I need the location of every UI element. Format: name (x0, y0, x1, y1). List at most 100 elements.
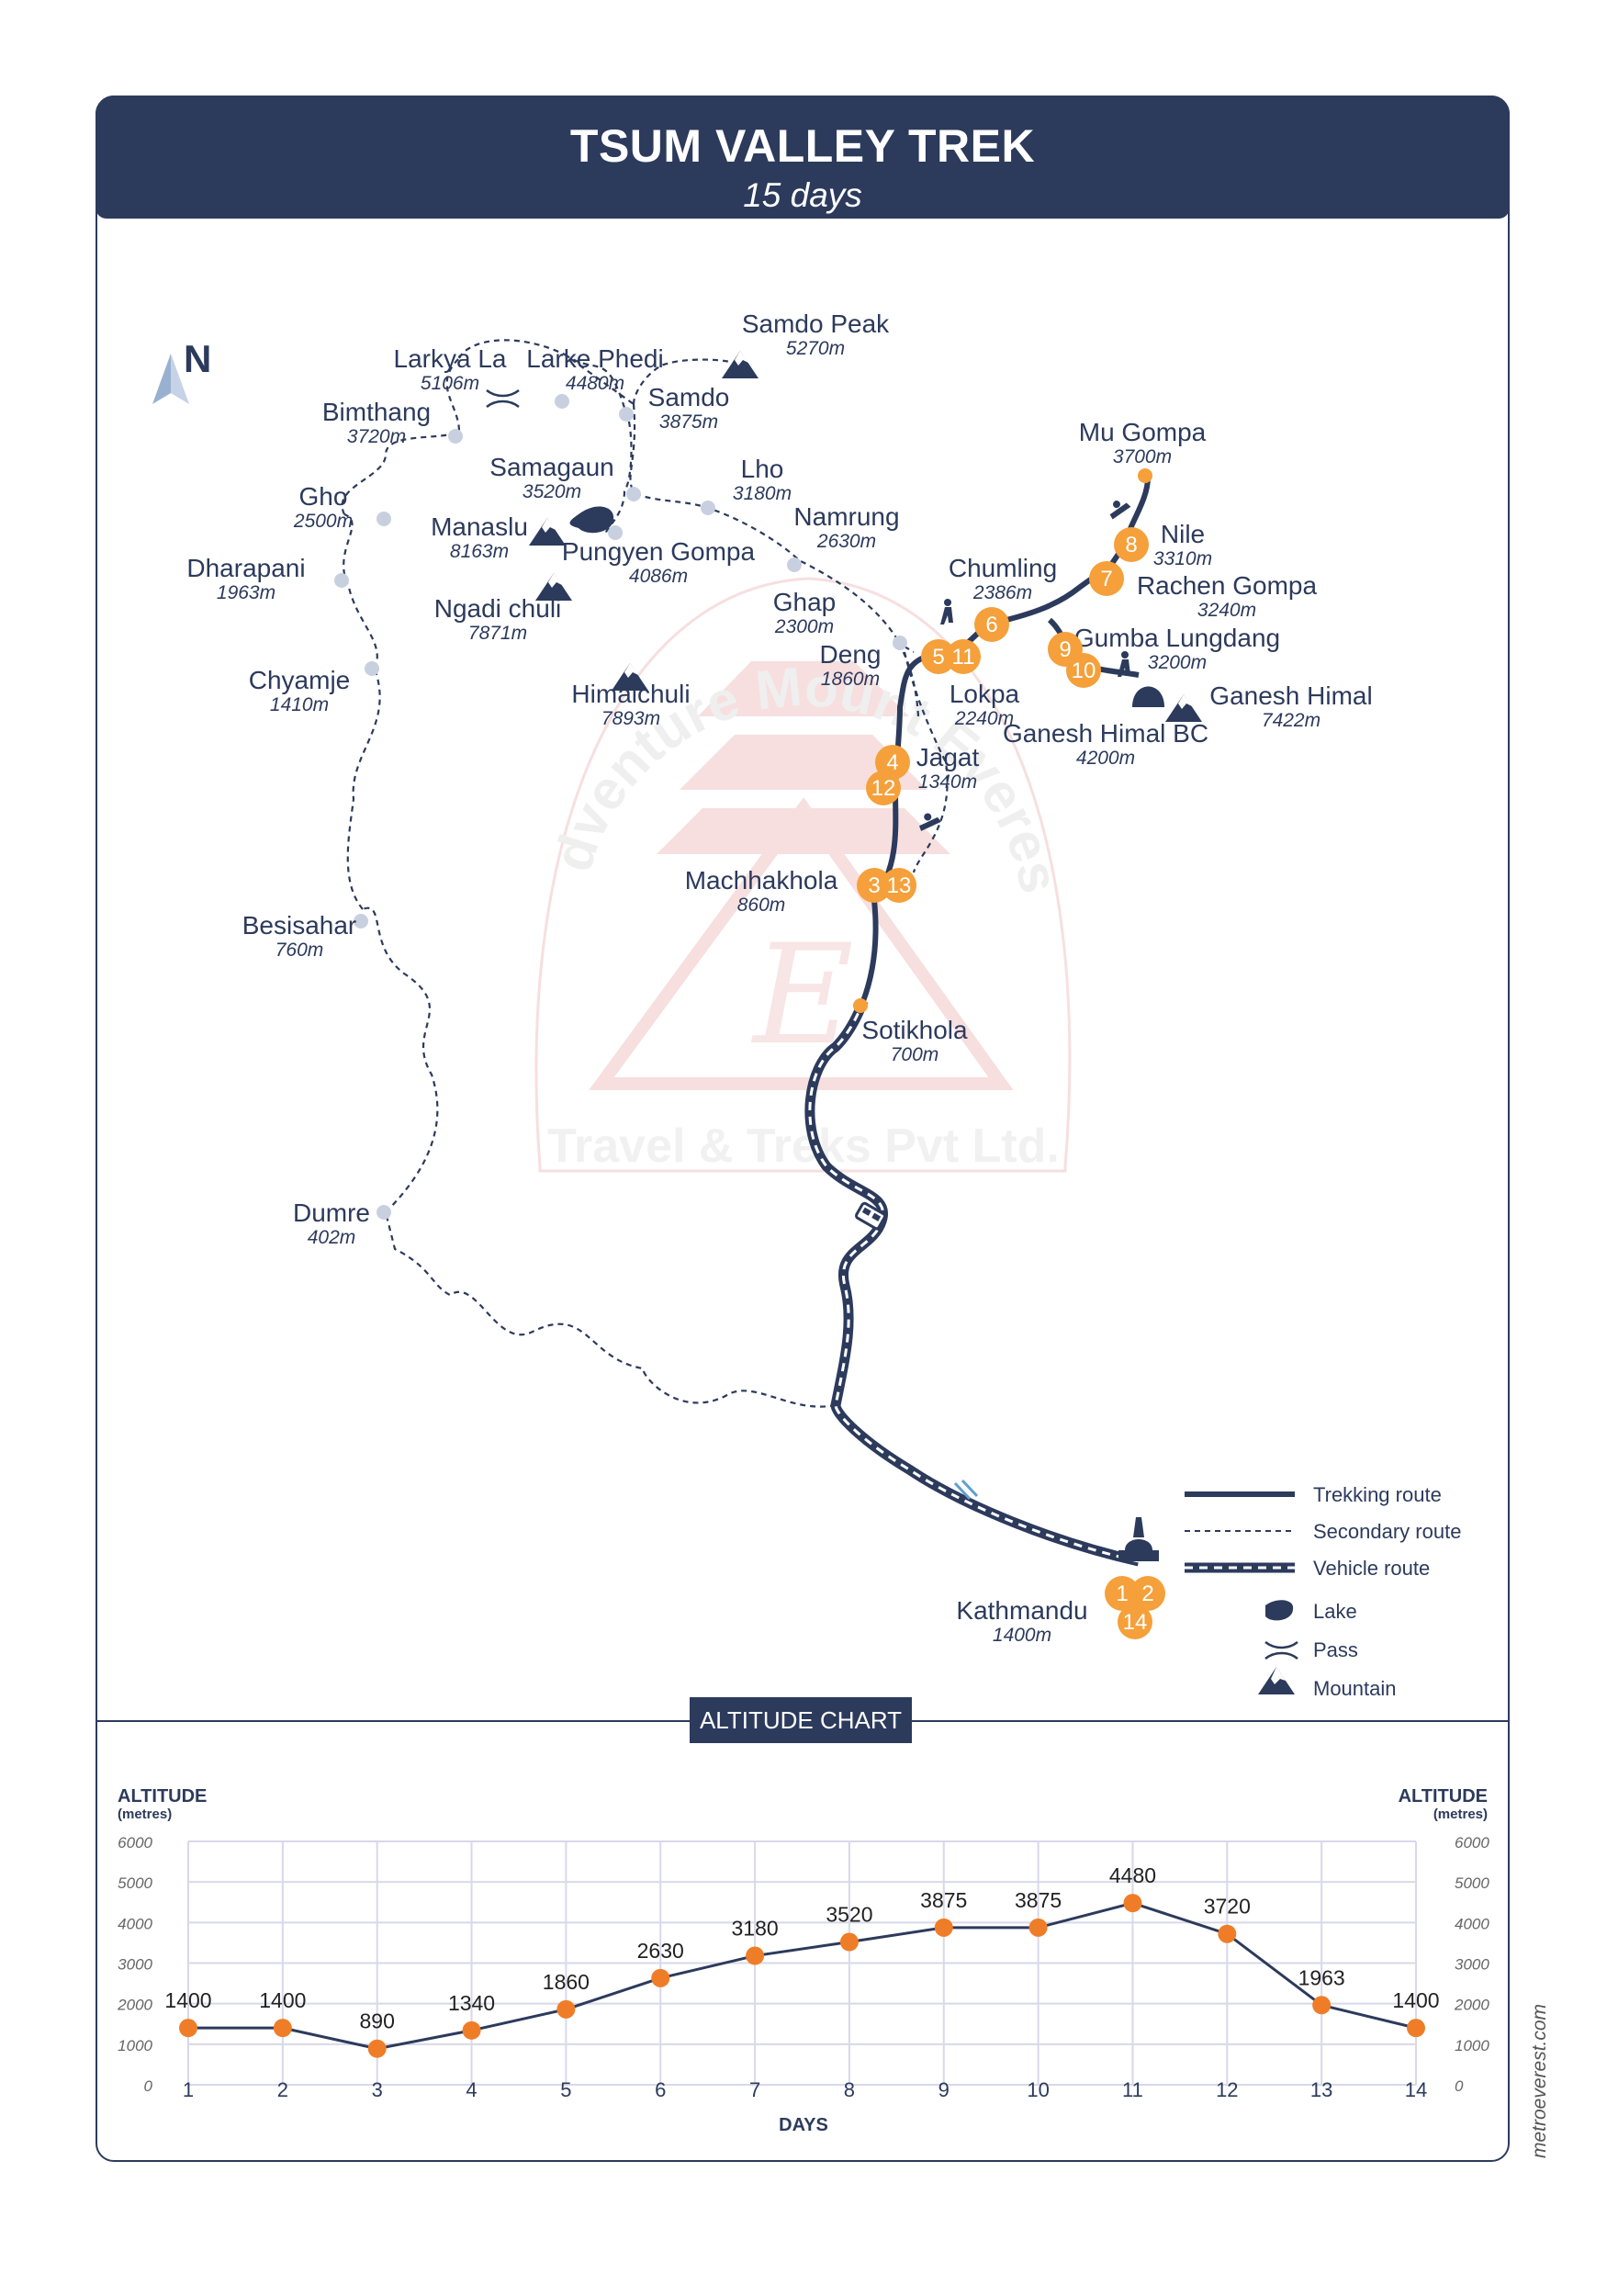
route-point (376, 512, 391, 526)
vehicle-route (804, 999, 1141, 1567)
day-marker-14: 14 (1118, 1604, 1152, 1639)
side-url: metroeverest.com (1529, 2003, 1550, 2158)
svg-text:7: 7 (1100, 567, 1112, 591)
route-point (555, 394, 569, 409)
svg-text:1: 1 (1116, 1581, 1128, 1606)
legend-pass-label: Pass (1313, 1638, 1358, 1661)
mountain-icon (1258, 1667, 1295, 1694)
svg-text:8: 8 (1125, 533, 1137, 557)
place-name: Samdo Peak (742, 310, 890, 338)
route-point (893, 636, 907, 650)
place-altitude: 3240m (1197, 600, 1256, 621)
place-altitude: 3310m (1153, 548, 1212, 569)
route-point (853, 998, 868, 1013)
legend-mountain-label: Mountain (1313, 1677, 1397, 1700)
place-altitude: 3200m (1148, 652, 1207, 673)
place-name: Larkya La (394, 344, 507, 373)
manaslu-lake (569, 506, 614, 534)
place-name: Gho (299, 482, 348, 511)
place-altitude: 4200m (1076, 748, 1135, 769)
place-name: Bimthang (322, 398, 431, 426)
route-point (1138, 468, 1152, 483)
place-name: Ganesh Himal BC (1003, 719, 1208, 748)
route-points (334, 394, 1152, 1220)
svg-text:Adventure Mount Everest: Adventure Mount Everest (0, 0, 1071, 898)
title-banner: TSUM VALLEY TREK 15 days (96, 96, 1510, 219)
place-altitude: 700m (891, 1044, 939, 1065)
place-name: Pungyen Gompa (562, 537, 756, 566)
legend-trekking-label: Trekking route (1313, 1483, 1442, 1506)
place-name: Larke Phedi (526, 344, 663, 373)
larkya-la-pass-icon (486, 388, 520, 409)
mountain-icon (612, 663, 648, 691)
place-name: Nile (1161, 520, 1205, 548)
place-name: Gumba Lungdang (1074, 624, 1280, 652)
place-name: Dumre (293, 1199, 370, 1227)
hiker-icons (919, 501, 1131, 831)
place-name: Ghap (773, 588, 837, 616)
watermark-logo: E Travel & Treks Pvt Ltd. Adventure Moun… (0, 0, 1072, 1173)
day-marker-7: 7 (1089, 561, 1124, 596)
place-name: Jagat (916, 743, 980, 771)
svg-text:6: 6 (985, 613, 997, 637)
place-altitude: 1400m (993, 1625, 1051, 1646)
place-altitude: 860m (737, 895, 786, 916)
route-point (354, 914, 368, 929)
north-label: N (184, 337, 211, 380)
place-altitude: 2500m (293, 511, 353, 532)
watermark-text-top: Adventure Mount Everest (0, 0, 1071, 898)
page-title: TSUM VALLEY TREK (569, 120, 1036, 172)
secondary-routes (341, 339, 949, 1408)
place-altitude: 1410m (270, 694, 329, 715)
place-name: Manaslu (431, 512, 528, 541)
bus-icon (854, 1201, 887, 1231)
route-point (608, 525, 623, 540)
place-altitude: 5270m (786, 338, 845, 359)
place-altitude: 2386m (972, 582, 1032, 603)
place-altitude: 4480m (566, 373, 624, 394)
svg-text:12: 12 (871, 776, 896, 801)
mountain-icon (535, 573, 572, 601)
svg-text:5: 5 (932, 645, 944, 670)
place-altitude: 3720m (347, 426, 406, 447)
place-name: Lho (741, 455, 784, 483)
place-altitude: 3700m (1113, 446, 1172, 467)
day-marker-11: 11 (946, 639, 981, 674)
legend-vehicle-label: Vehicle route (1313, 1557, 1430, 1580)
svg-text:13: 13 (887, 873, 912, 898)
day-marker-3: 3 (857, 868, 892, 903)
route-point (365, 661, 379, 676)
place-altitude: 1340m (918, 771, 977, 793)
place-name: Chumling (949, 554, 1057, 582)
place-altitude: 760m (275, 940, 324, 961)
day-marker-10: 10 (1066, 653, 1101, 688)
mountain-icon (529, 518, 566, 546)
route-point (448, 429, 463, 444)
svg-text:3: 3 (868, 873, 880, 898)
route-point (334, 573, 349, 588)
day-marker-13: 13 (882, 868, 916, 903)
place-altitude: 3180m (733, 483, 792, 504)
mountain-icon (722, 351, 759, 378)
legend-lake-label: Lake (1313, 1600, 1357, 1623)
hiker-icon-gumba (1118, 651, 1130, 677)
mountains (529, 351, 1202, 722)
